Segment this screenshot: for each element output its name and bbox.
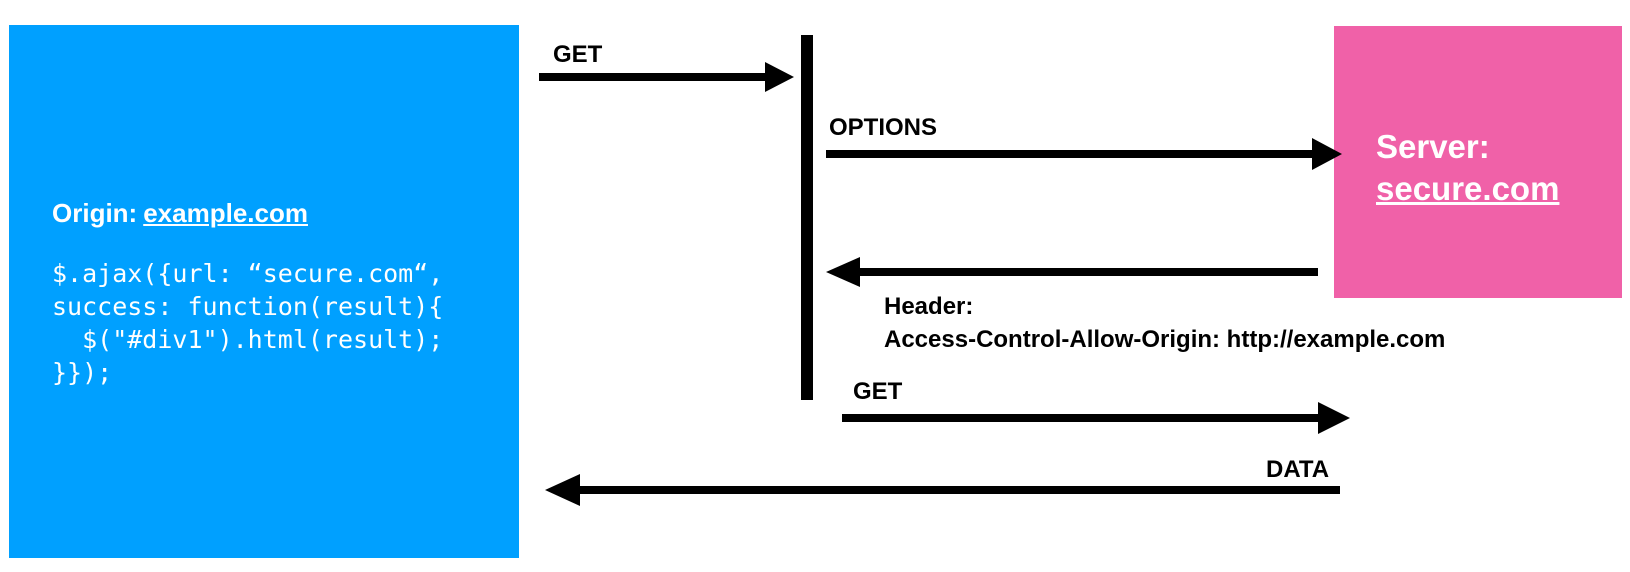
server-box: Server: secure.com [1334, 26, 1622, 298]
header-response-arrow [826, 257, 1318, 287]
header-value-label: Access-Control-Allow-Origin: http://exam… [884, 326, 1446, 353]
data-label: DATA [1266, 456, 1330, 483]
get-label-1: GET [553, 41, 603, 68]
proxy-vertical-line [801, 35, 813, 400]
origin-label: Origin: [52, 198, 138, 228]
data-arrow [545, 474, 1340, 506]
origin-box: Origin:example.com $.ajax({url: “secure.… [9, 25, 519, 558]
header-title-label: Header: [884, 293, 974, 320]
get-label-2: GET [853, 378, 903, 405]
get-arrow-1 [539, 62, 794, 92]
options-arrow [826, 138, 1342, 170]
server-domain-link[interactable]: secure.com [1376, 170, 1560, 207]
get-arrow-2 [842, 402, 1350, 434]
origin-title: Origin:example.com [52, 198, 308, 229]
options-label: OPTIONS [829, 114, 938, 141]
server-label: Server: [1376, 128, 1490, 165]
server-title: Server: secure.com [1376, 126, 1559, 210]
origin-domain-link[interactable]: example.com [143, 198, 308, 228]
ajax-code-snippet: $.ajax({url: “secure.com“, success: func… [52, 259, 444, 387]
